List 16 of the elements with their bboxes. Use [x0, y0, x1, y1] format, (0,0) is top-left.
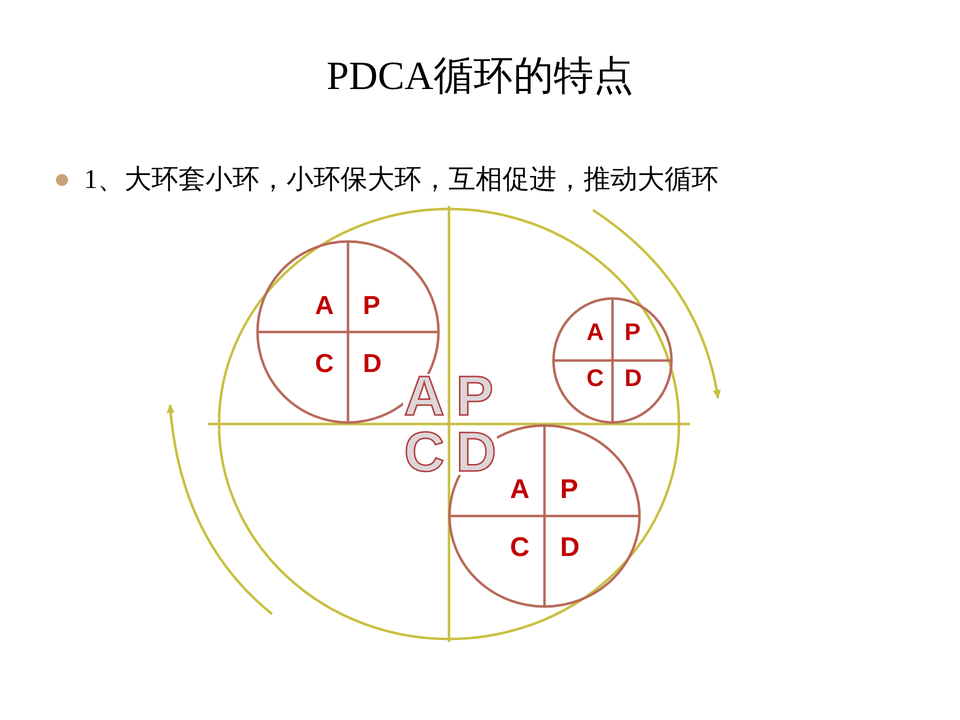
bullet-text: 1、大环套小环，小环保大环，互相促进，推动大循环 [84, 163, 718, 196]
quadrant-letter: C [586, 366, 604, 390]
title: PDCA循环的特点 [326, 52, 634, 100]
quadrant-letter: P [560, 476, 578, 503]
quadrant-letter: A [314, 292, 334, 318]
quadrant-letter: C [510, 534, 530, 562]
quadrant-letter: P [624, 320, 641, 344]
quadrant-letter: A [586, 320, 604, 344]
quadrant-letter: D [362, 350, 382, 376]
quadrant-letter: A [510, 476, 530, 503]
quadrant-letter: C [314, 350, 334, 376]
quadrant-letter: C [403, 430, 446, 475]
quadrant-letter: A [403, 374, 446, 419]
quadrant-letter: D [560, 534, 580, 562]
quadrant-letter: D [624, 366, 642, 390]
quadrant-letter: P [362, 292, 380, 318]
